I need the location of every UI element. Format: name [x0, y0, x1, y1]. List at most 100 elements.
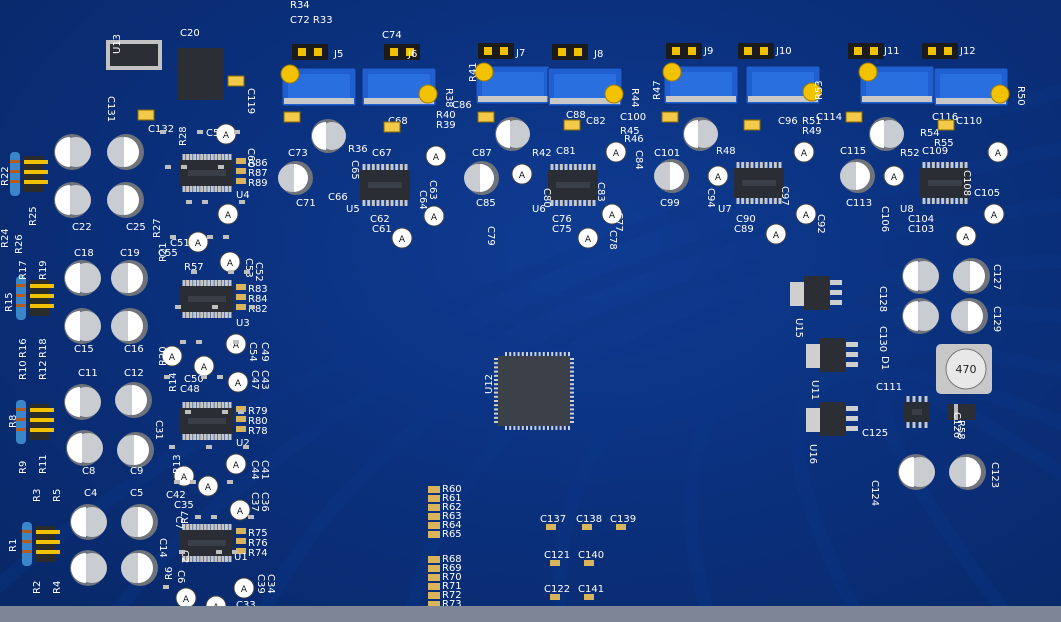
qfn-pad — [570, 421, 574, 423]
silkscreen-label: C87 — [472, 148, 492, 159]
tantalum-capacitor: A — [161, 345, 183, 367]
ic-pin — [203, 434, 207, 440]
header-body — [738, 43, 774, 59]
ic-pin — [224, 556, 228, 562]
connector-pin — [30, 418, 54, 422]
electrolytic-capacitor — [117, 432, 154, 468]
reg-pin — [830, 300, 842, 305]
header-pin — [484, 47, 492, 55]
ic-pin — [390, 200, 394, 206]
ic-pin — [367, 200, 371, 206]
smd-pad — [212, 305, 218, 309]
res-band — [22, 530, 32, 533]
tant-body — [987, 141, 1009, 163]
silkscreen-label: R12 — [38, 360, 49, 380]
smd-resistor — [428, 504, 440, 511]
silkscreen-label: C37 — [249, 492, 260, 512]
trimpot-face — [554, 74, 616, 100]
ic-pin — [404, 200, 408, 206]
header-body — [478, 43, 514, 59]
qfn-pad — [570, 366, 574, 369]
silkscreen-label: R87 — [248, 168, 268, 179]
silkscreen-label: C31 — [153, 420, 164, 440]
smd-pad — [248, 515, 254, 519]
electrolytic-capacitor — [898, 454, 935, 490]
silkscreen-label: R54 — [920, 128, 940, 139]
header-pin — [406, 48, 414, 56]
ic-pin — [390, 164, 394, 170]
tant-mark: A — [399, 235, 406, 245]
smd-pad — [196, 340, 202, 344]
ic-pin — [587, 164, 591, 170]
smd-resistor — [428, 531, 440, 538]
silkscreen-label: C131 — [105, 96, 116, 122]
silkscreen-label: U16 — [807, 444, 818, 464]
silkscreen-label: R68 — [442, 554, 462, 565]
smd-pad — [222, 410, 228, 414]
silkscreen-label: R11 — [38, 454, 49, 474]
silkscreen-label: C137 — [540, 514, 566, 525]
ic-pin — [182, 154, 186, 160]
tant-body — [577, 227, 599, 249]
smd-pad — [179, 550, 185, 554]
qfn-pad — [551, 352, 554, 356]
silkscreen-label: R25 — [28, 206, 39, 226]
silkscreen-label: J10 — [775, 46, 792, 57]
silkscreen-label: C127 — [991, 264, 1002, 290]
smd-pad — [191, 270, 197, 274]
qfn-pad — [509, 426, 512, 430]
qfn-pad — [542, 426, 545, 430]
ic-pin — [189, 312, 193, 318]
qfn-pad — [521, 426, 524, 430]
res-band — [10, 160, 20, 163]
connector-pin — [30, 428, 54, 432]
ic-pin — [210, 312, 214, 318]
smd-capacitor — [584, 594, 594, 600]
smd-pad — [228, 270, 234, 274]
qfn-pad — [568, 426, 570, 430]
silkscreen-label: C55 — [158, 248, 178, 259]
silkscreen-label: J9 — [703, 46, 713, 57]
ic-pin — [203, 186, 207, 192]
reg-pin — [846, 426, 858, 431]
silkscreen-label: C53 — [243, 258, 254, 278]
silkscreen-label: R63 — [442, 511, 462, 522]
cap-highlight — [903, 261, 918, 291]
ic-pin — [189, 154, 193, 160]
ic-pin — [906, 396, 910, 402]
ic-pin — [193, 186, 197, 192]
smd-capacitor — [550, 560, 560, 566]
cap-highlight — [71, 553, 86, 583]
ic-pin — [950, 162, 954, 168]
qfn-pad — [494, 383, 498, 386]
silkscreen-label: U3 — [236, 318, 250, 329]
copper-pour — [790, 364, 1061, 622]
smd-pad — [181, 165, 187, 169]
silkscreen-label: R14 — [168, 372, 179, 392]
ic-pin — [221, 434, 225, 440]
silkscreen-label: U12 — [484, 374, 495, 394]
reg-pin — [846, 352, 858, 357]
tant-body — [793, 141, 815, 163]
silkscreen-label: R41 — [468, 62, 479, 82]
res-body — [16, 276, 26, 320]
tantalum-capacitor: A — [511, 163, 533, 185]
pin-header — [738, 43, 774, 59]
smd-capacitor — [616, 524, 626, 530]
ic-pin — [362, 164, 366, 170]
connector-pin — [30, 304, 54, 308]
tant-body — [425, 145, 447, 167]
silkscreen-label: C44 — [249, 460, 260, 480]
qfn-pad — [563, 352, 566, 356]
header-body — [922, 43, 958, 59]
ic-pin — [945, 198, 949, 204]
tant-body — [217, 203, 239, 225]
silkscreen-label: R57 — [184, 262, 204, 273]
smd-resistor — [428, 574, 440, 581]
electrolytic-capacitor — [495, 117, 530, 151]
smd-pad — [207, 235, 213, 239]
ic-pin — [182, 402, 186, 408]
silkscreen-label: C100 — [620, 112, 646, 123]
